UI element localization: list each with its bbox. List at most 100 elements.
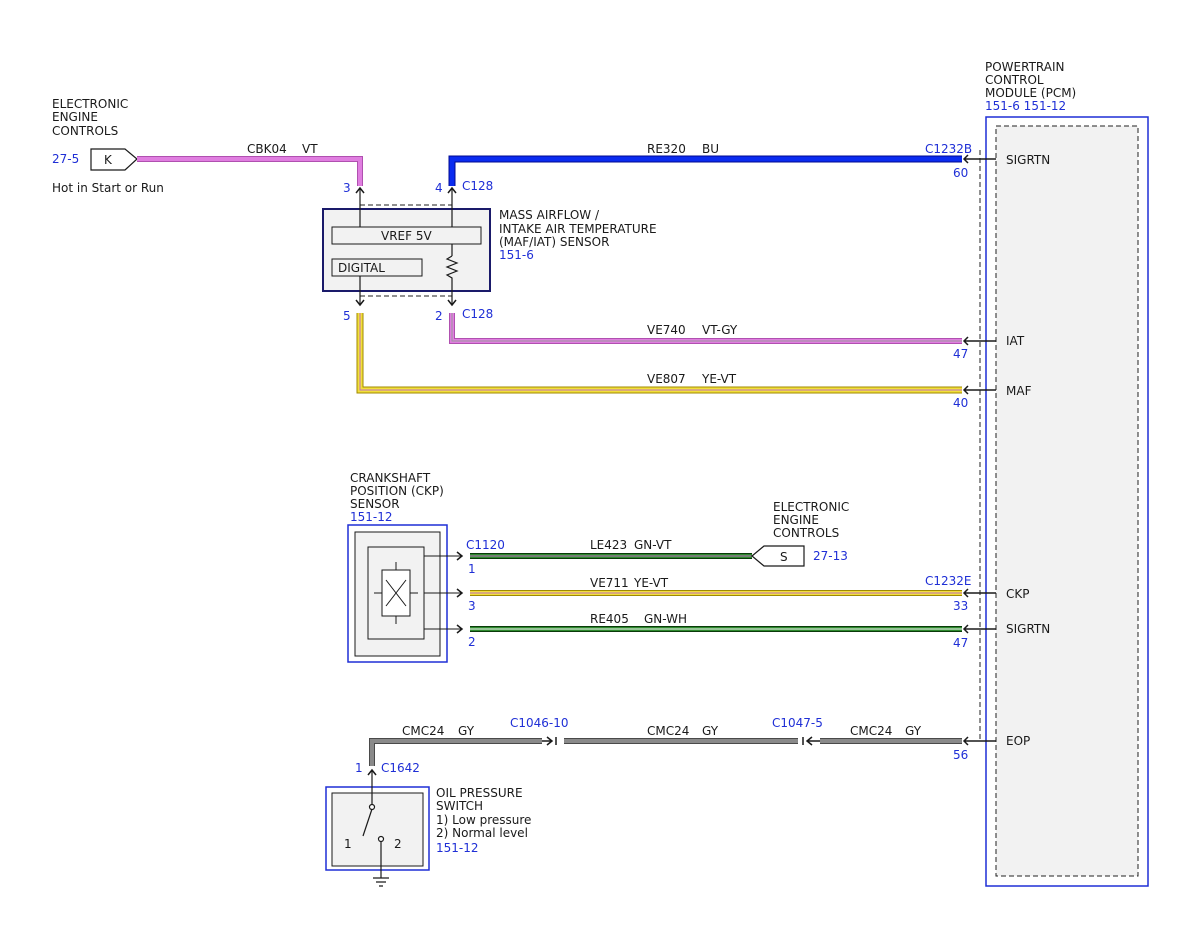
ckp-pin3-arrow-icon xyxy=(456,588,464,598)
resistor-icon xyxy=(445,255,459,304)
inline-connectors: C1046-10 C1047-5 xyxy=(510,716,823,746)
pcm-module: POWERTRAIN CONTROL MODULE (PCM) 151-6 15… xyxy=(979,60,1149,887)
wire-cmc24-c: CMC24 GY xyxy=(820,724,962,744)
ops-connector: C1642 xyxy=(381,761,420,775)
pcm-outer-box xyxy=(985,116,1149,887)
pcm-pin-arrow-47a xyxy=(962,336,996,346)
ground-icon xyxy=(373,877,389,887)
pcm-pin-num-5: 56 xyxy=(953,748,968,762)
wire-re405-color: GN-WH xyxy=(644,612,687,626)
maf-vref-box xyxy=(331,226,482,245)
pcm-pin-label-1: IAT xyxy=(1006,334,1025,348)
maf-pin2-arrow-icon xyxy=(447,299,457,307)
pcm-pin-arrow-56 xyxy=(962,736,996,746)
pcm-pins: C1232B 60 SIGRTN 47 IAT 40 MAF C1232E 33… xyxy=(925,142,1050,762)
ops-switch-blade-icon xyxy=(362,808,373,837)
maf-connector-bottom: C128 xyxy=(462,307,493,321)
wire-cmc24-c-circuit: CMC24 xyxy=(850,724,892,738)
ckp-title-1: CRANKSHAFT xyxy=(350,471,431,485)
wire-cmc24-b: CMC24 GY xyxy=(564,724,798,744)
wire-cmc24-b-color: GY xyxy=(702,724,719,738)
wire-cbk04-circuit: CBK04 xyxy=(247,142,287,156)
maf-ref: 151-6 xyxy=(499,248,534,262)
ckp-pin-3: 3 xyxy=(468,599,476,613)
wire-cmc24-a-color: GY xyxy=(458,724,475,738)
wire-ve711-color: YE-VT xyxy=(633,576,669,590)
wire-cbk04: CBK04 VT xyxy=(137,142,363,186)
ops-pivot-icon xyxy=(368,803,376,811)
ops-inner-box xyxy=(331,792,424,867)
c1046-arrow-icon xyxy=(542,736,557,746)
ece-top-note: Hot in Start or Run xyxy=(52,181,164,195)
wire-ve711: VE711 YE-VT xyxy=(470,576,962,596)
wire-le423-circuit: LE423 xyxy=(590,538,627,552)
wire-cbk04-color: VT xyxy=(302,142,318,156)
wire-ve740: VE740 VT-GY xyxy=(449,313,962,344)
pcm-inner-box xyxy=(995,125,1139,877)
maf-title-3: (MAF/IAT) SENSOR xyxy=(499,235,609,249)
ops-ref: 151-12 xyxy=(436,841,479,855)
ckp-connector: C1120 xyxy=(466,538,505,552)
wire-cmc24-b-circuit: CMC24 xyxy=(647,724,689,738)
ece-top-title-1: ELECTRONIC xyxy=(52,97,128,111)
pcm-pin-label-4: SIGRTN xyxy=(1006,622,1050,636)
pcm-pin-arrow-60 xyxy=(962,154,996,164)
pcm-pin-label-3: CKP xyxy=(1006,587,1029,601)
maf-digital-label: DIGITAL xyxy=(338,261,385,275)
ckp-title-2: POSITION (CKP) xyxy=(350,484,444,498)
ops-title-2: SWITCH xyxy=(436,799,483,813)
wire-ve807-color: YE-VT xyxy=(701,372,737,386)
maf-iat-sensor: VREF 5V DIGITAL 3 4 C128 5 2 C128 MASS A… xyxy=(322,179,657,323)
wire-ve711-circuit: VE711 xyxy=(590,576,629,590)
wire-cmc24-a: CMC24 GY xyxy=(369,724,542,766)
ckp-title-3: SENSOR xyxy=(350,497,400,511)
wire-le423-color: GN-VT xyxy=(634,538,672,552)
wire-ve807-circuit: VE807 xyxy=(647,372,686,386)
pcm-pin-arrow-40 xyxy=(962,385,996,395)
maf-connector-top: C128 xyxy=(462,179,493,193)
ops-title-1: OIL PRESSURE xyxy=(436,786,523,800)
ece-top-title-2: ENGINE xyxy=(52,110,98,124)
maf-title-2: INTAKE AIR TEMPERATURE xyxy=(499,222,657,236)
wire-ve740-color: VT-GY xyxy=(702,323,738,337)
maf-sensor-box xyxy=(322,208,491,292)
pcm-pin-num-1: 47 xyxy=(953,347,968,361)
pcm-connector-e: C1232E xyxy=(925,574,972,588)
wire-re405-circuit: RE405 xyxy=(590,612,629,626)
ece-top-connector: K xyxy=(104,153,113,167)
ops-contact-2: 2 xyxy=(394,837,402,851)
pcm-pin-num-4: 47 xyxy=(953,636,968,650)
ckp-pin2-arrow-icon xyxy=(456,624,464,634)
ckp-pin-1: 1 xyxy=(468,562,476,576)
pcm-connector-b: C1232B xyxy=(925,142,972,156)
ckp-x-icon xyxy=(385,579,407,607)
pcm-pin-label-2: MAF xyxy=(1006,384,1032,398)
wire-ve740-circuit: VE740 xyxy=(647,323,686,337)
maf-pin-bl: 5 xyxy=(343,309,351,323)
wire-re320: RE320 BU xyxy=(448,142,962,186)
maf-vref-label: VREF 5V xyxy=(381,229,432,243)
wire-cmc24-a-circuit: CMC24 xyxy=(402,724,444,738)
ops-state-1: 1) Low pressure xyxy=(436,813,531,827)
inline-c1047: C1047-5 xyxy=(772,716,823,730)
pcm-title-2: CONTROL xyxy=(985,73,1044,87)
maf-pin-tr: 4 xyxy=(435,181,443,195)
maf-title-1: MASS AIRFLOW / xyxy=(499,208,600,222)
maf-digital-box xyxy=(331,258,423,277)
ece-mid-title-2: ENGINE xyxy=(773,513,819,527)
ops-contact2-icon xyxy=(377,835,385,843)
oil-pressure-switch: 1 C1642 1 2 OIL PRESSURE SWITCH 1) Low p… xyxy=(325,761,531,887)
maf-pin3-arrow-icon xyxy=(355,186,365,194)
ckp-pin-2: 2 xyxy=(468,635,476,649)
ece-mid-title-1: ELECTRONIC xyxy=(773,500,849,514)
wire-re405: RE405 GN-WH xyxy=(470,612,962,632)
ops-pin: 1 xyxy=(355,761,363,775)
pcm-pin-num-0: 60 xyxy=(953,166,968,180)
wire-re320-color: BU xyxy=(702,142,719,156)
c1047-arrow-icon xyxy=(802,736,820,746)
ece-mid-group: ELECTRONIC ENGINE CONTROLS S 27-13 xyxy=(751,500,849,567)
pcm-pin-arrow-47b xyxy=(962,624,996,634)
ece-top-ref: 27-5 xyxy=(52,152,79,166)
maf-pin5-arrow-icon xyxy=(355,299,365,307)
